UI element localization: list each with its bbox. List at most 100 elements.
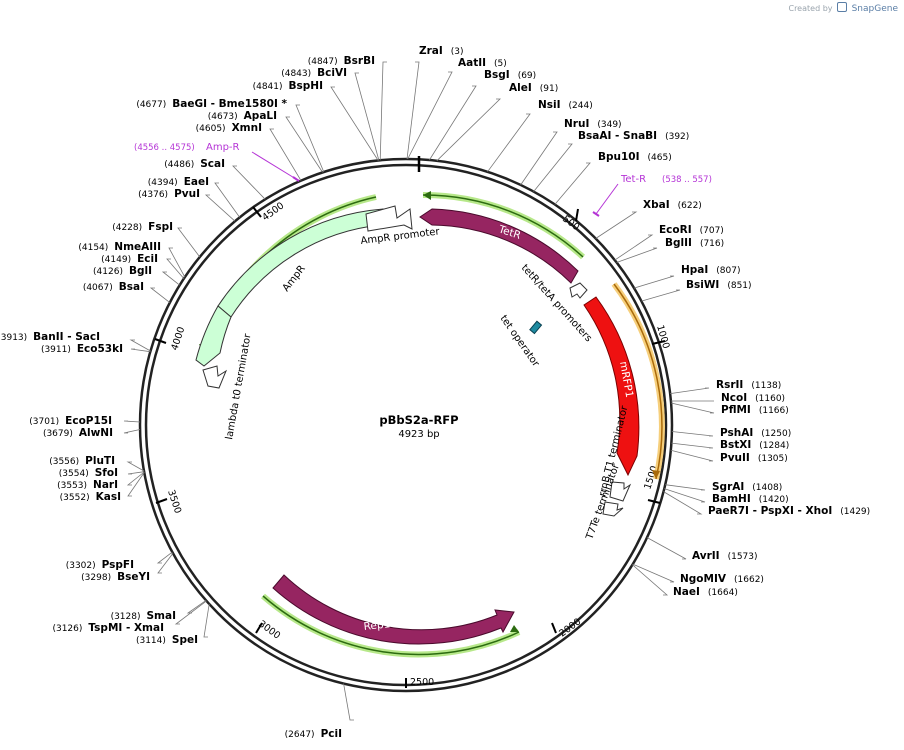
restriction-site-label[interactable]: NruI(349) [564, 118, 622, 130]
ampr-feature-label: AmpR [281, 263, 308, 293]
site-leader-line [126, 471, 145, 486]
restriction-site-label[interactable]: AleI(91) [509, 82, 558, 94]
restriction-site-label[interactable]: EcoRI(707) [659, 224, 724, 236]
amp-r-primer-leader [251, 151, 297, 180]
site-leader-line [641, 289, 681, 302]
restriction-site-label[interactable]: (4841)BspHI [253, 80, 323, 92]
t7te-arrow[interactable] [602, 501, 624, 517]
tetr-feature-arrow[interactable] [419, 208, 579, 284]
site-leader-line [123, 420, 141, 423]
site-leader-line [269, 128, 302, 181]
restriction-site-label[interactable]: (3114)SpeI [136, 634, 198, 646]
restriction-site-label[interactable]: PaeR7I - PspXI - XhoI(1429) [708, 505, 870, 517]
site-leader-line [157, 553, 174, 574]
restriction-site-label[interactable]: (4376)PvuI [138, 188, 200, 200]
restriction-site-label[interactable]: (3126)TspMI - XmaI [52, 622, 164, 634]
restriction-site-label[interactable]: (4228)FspI [112, 221, 173, 233]
restriction-site-label[interactable]: AvrII(1573) [692, 550, 758, 562]
restriction-site-label[interactable]: AatII(5) [458, 57, 507, 69]
restriction-site-label[interactable]: BglII(716) [665, 237, 724, 249]
restriction-site-label[interactable]: PflMI(1166) [721, 404, 789, 416]
restriction-site-label[interactable]: (3701)EcoP15I [29, 415, 112, 427]
restriction-site-label[interactable]: BsiWI(851) [686, 279, 752, 291]
credit-text: Created by [788, 4, 833, 13]
site-leader-line [633, 275, 675, 289]
restriction-site-label[interactable]: (3298)BseYI [81, 571, 150, 583]
site-leader-line [595, 211, 638, 239]
site-leader-line [156, 551, 173, 564]
site-leader-line [533, 143, 573, 192]
snapgene-credit: Created by SnapGene [788, 2, 898, 14]
restriction-site-label[interactable]: (4677)BaeGI - Bme1580I * [136, 98, 287, 110]
restriction-site-label[interactable]: (3552)KasI [60, 491, 121, 503]
restriction-site-label[interactable]: NaeI(1664) [673, 586, 738, 598]
restriction-site-label[interactable]: (3553)NarI [57, 479, 118, 491]
site-leader-line [670, 387, 710, 394]
ampr-feature-arrow-tail[interactable] [195, 305, 232, 367]
rep101-feature-label: Rep101 [363, 617, 404, 633]
restriction-site-label[interactable]: (4605)XmnI [196, 122, 262, 134]
restriction-site-label[interactable]: RsrII(1138) [716, 379, 781, 391]
restriction-site-label[interactable]: (4843)BciVI [281, 67, 347, 79]
restriction-site-label[interactable]: (4673)ApaLI [208, 110, 277, 122]
restriction-site-label[interactable]: BamHI(1420) [712, 493, 789, 505]
site-leader-line [379, 61, 387, 161]
restriction-site-label[interactable]: Bpu10I(465) [598, 151, 672, 163]
tick-marks [154, 206, 666, 688]
restriction-site-label[interactable]: (3913)BanII - SacI [0, 331, 100, 343]
rrnb-t1-arrow[interactable] [609, 481, 632, 502]
restriction-site-label[interactable]: PvuII(1305) [720, 452, 788, 464]
site-leader-line [130, 348, 151, 353]
restriction-site-label[interactable]: (4126)BglI [93, 265, 152, 277]
restriction-site-label[interactable]: (4154)NmeAIII [78, 241, 161, 253]
site-leader-line [616, 247, 658, 263]
site-leader-line [166, 258, 185, 279]
restriction-site-label[interactable]: (4394)EaeI [148, 176, 209, 188]
restriction-site-label[interactable]: NgoMIV(1662) [680, 573, 764, 585]
site-leader-line [343, 683, 354, 721]
restriction-site-label[interactable]: HpaI(807) [681, 264, 741, 276]
restriction-site-label[interactable]: (4149)EciI [101, 253, 158, 265]
tick-label: 2500 [410, 677, 434, 688]
site-leader-line [285, 116, 323, 173]
site-leader-line [186, 600, 207, 614]
restriction-site-label[interactable]: BsaAI - SnaBI(392) [578, 130, 689, 142]
restriction-site-label[interactable]: PshAI(1250) [720, 427, 791, 439]
restriction-site-label[interactable]: (4486)ScaI [164, 158, 225, 170]
restriction-site-label[interactable]: ZraI(3) [419, 45, 464, 57]
site-leader-line [232, 165, 266, 200]
strand-arrowhead [423, 191, 431, 200]
restriction-site-label[interactable]: NcoI(1160) [721, 392, 785, 404]
site-leader-line [126, 461, 145, 472]
restriction-site-label[interactable]: (4067)BsaI [83, 281, 144, 293]
site-leader-line [204, 194, 236, 222]
site-leader-line [123, 429, 141, 434]
lambda-t0-arrow[interactable] [202, 365, 228, 389]
restriction-site-label[interactable]: XbaI(622) [643, 199, 702, 211]
restriction-site-label[interactable]: BsgI(69) [484, 69, 536, 81]
restriction-site-label[interactable]: (3911)Eco53kI [41, 343, 123, 355]
restriction-site-label[interactable]: (3554)SfoI [59, 467, 118, 479]
restriction-site-label[interactable]: (3128)SmaI [111, 610, 176, 622]
restriction-site-label[interactable]: (3679)AlwNI [43, 427, 113, 439]
strand-arrowhead [652, 470, 660, 479]
tick-labels: 500 1000 1500 2000 2500 3000 3500 4000 4… [165, 200, 671, 688]
amp-r-primer-range: (4556 .. 4575) [134, 143, 195, 153]
restriction-site-label[interactable]: NsiI(244) [538, 99, 593, 111]
mrfp1-feature-arrow[interactable] [583, 296, 640, 477]
restriction-site-label[interactable]: (3302)PspFI [66, 559, 134, 571]
restriction-site-label[interactable]: (4847)BsrBI [308, 55, 375, 67]
ampr-promoter-arrow[interactable] [365, 205, 413, 232]
site-leader-line [429, 85, 477, 161]
site-leader-line [161, 271, 180, 286]
rep101-feature-arrow[interactable] [272, 574, 515, 645]
restriction-site-label[interactable]: (3556)PluTI [49, 455, 115, 467]
restriction-site-label[interactable]: (2647)PciI [285, 728, 342, 740]
site-leader-line [487, 113, 531, 173]
restriction-site-label[interactable]: BstXI(1284) [720, 439, 789, 451]
tetr-promoter-arrow[interactable] [569, 282, 588, 299]
amp-r-primer-label: Amp-R [206, 142, 240, 153]
restriction-site-label[interactable]: SgrAI(1408) [712, 481, 782, 493]
site-leader-line [295, 104, 325, 173]
